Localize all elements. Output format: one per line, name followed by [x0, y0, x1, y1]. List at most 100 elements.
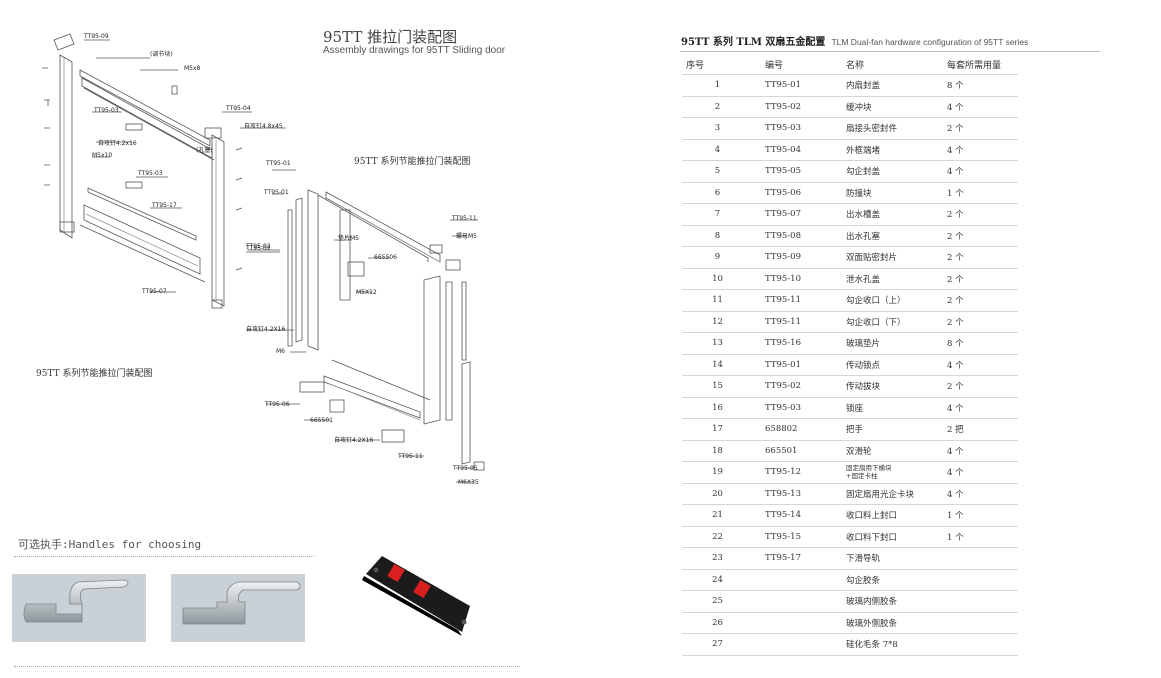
diagram-caption-left: 95TT 系列节能推拉门装配图	[36, 369, 153, 379]
cell-no: 23	[682, 547, 749, 570]
cell-code: TT95-15	[749, 526, 844, 548]
cell-name: 锁座	[844, 397, 943, 419]
cell-name: 勾企胶条	[844, 569, 943, 591]
diagram-subtitle: Assembly drawings for 95TT Sliding door	[323, 45, 506, 56]
cell-code	[749, 569, 844, 591]
cell-no: 14	[682, 354, 749, 376]
part-label: TT95-04	[226, 105, 251, 112]
cell-no: 21	[682, 504, 749, 527]
cell-no: 9	[682, 246, 749, 269]
cell-no: 7	[682, 203, 749, 226]
cell-name: 传动拔块	[844, 375, 943, 398]
cell-code: TT95-08	[749, 225, 844, 247]
cell-name: 防撞块	[844, 182, 943, 204]
cell-name: 传动锁点	[844, 354, 943, 376]
cell-qty	[943, 633, 1018, 656]
cell-qty: 1 个	[943, 504, 1018, 527]
cell-no: 5	[682, 160, 749, 183]
cell-no: 20	[682, 483, 749, 505]
cell-no: 13	[682, 332, 749, 355]
part-label: 自攻钉4.2x16	[98, 140, 137, 147]
cell-no: 27	[682, 633, 749, 656]
cell-no: 11	[682, 289, 749, 312]
cell-no: 16	[682, 397, 749, 419]
cell-no: 2	[682, 96, 749, 118]
cell-no: 4	[682, 139, 749, 161]
cell-qty: 8 个	[943, 74, 1018, 97]
part-label: M6X35	[458, 479, 479, 486]
cell-code: TT95-13	[749, 483, 844, 505]
part-label: TT95-11	[398, 453, 423, 460]
cell-name: 双滑轮	[844, 440, 943, 462]
cell-qty: 2 个	[943, 289, 1018, 312]
cell-name: 收口料上封口	[844, 504, 943, 527]
cell-name: 把手	[844, 418, 943, 441]
cell-code: TT95-02	[749, 375, 844, 398]
diagram-title: 95TT 推拉门装配图	[323, 28, 458, 46]
header-no: 序号	[682, 55, 749, 75]
table-title-en: TLM Dual-fan hardware configuration of 9…	[831, 37, 1029, 47]
handle-icon	[23, 579, 129, 623]
cell-code: TT95-10	[749, 268, 844, 290]
cell-qty: 4 个	[943, 139, 1018, 161]
part-label: TT95-03	[94, 107, 119, 114]
part-label: TT95-03	[138, 170, 163, 177]
cell-name: 玻璃垫片	[844, 332, 943, 355]
cell-code: TT95-04	[749, 139, 844, 161]
cell-no: 3	[682, 117, 749, 140]
cell-name: 勾企收口（上）	[844, 289, 943, 312]
cell-qty: 2 个	[943, 246, 1018, 269]
cell-name-text: 固定扇用下横块+固定卡柱	[846, 464, 892, 480]
cell-qty: 2 个	[943, 375, 1018, 398]
cell-code: TT95-16	[749, 332, 844, 355]
cell-qty	[943, 590, 1018, 613]
handle-image-1	[12, 574, 146, 642]
cell-name: 出水孔塞	[844, 225, 943, 247]
cell-name: 玻璃外侧胶条	[844, 612, 943, 634]
cell-name: 出水槽盖	[844, 203, 943, 226]
part-label: TT95-01	[264, 189, 289, 196]
part-label: TT95-09	[84, 33, 109, 40]
cell-name: 固定扇用光企卡块	[844, 483, 943, 505]
cell-qty	[943, 547, 1018, 570]
cell-name: 扇接头密封件	[844, 117, 943, 140]
cell-code: TT95-11	[749, 311, 844, 333]
cell-code: TT95-03	[749, 397, 844, 419]
cell-code: TT95-17	[749, 547, 844, 570]
cell-name: 下滑导轨	[844, 547, 943, 570]
cell-qty: 4 个	[943, 96, 1018, 118]
part-label: M5X12	[356, 289, 377, 296]
cell-code: TT95-02	[749, 96, 844, 118]
part-label: TT95-02	[246, 245, 271, 252]
cell-code: TT95-01	[749, 74, 844, 97]
cell-qty	[943, 612, 1018, 634]
part-label: 垫片M5	[338, 235, 359, 242]
cell-code: TT95-01	[749, 354, 844, 376]
title-rule	[680, 51, 1100, 52]
cell-no: 8	[682, 225, 749, 247]
part-label: TT95-17	[152, 202, 177, 209]
handles-title: 可选执手:Handles for choosing	[18, 538, 202, 551]
part-label: TT95-02	[246, 243, 271, 250]
